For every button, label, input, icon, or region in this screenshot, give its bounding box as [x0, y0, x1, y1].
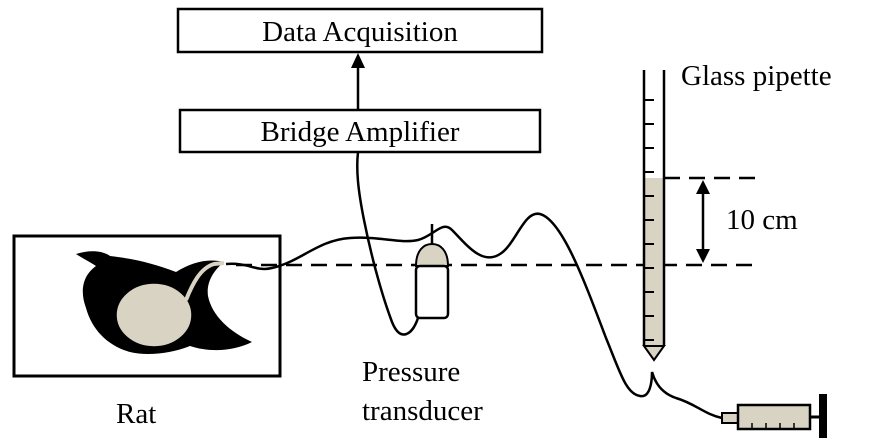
height-label: 10 cm	[726, 204, 798, 236]
bladder	[115, 282, 193, 348]
rat-box	[12, 234, 282, 378]
pipette-graduations	[644, 99, 654, 341]
data-acquisition-box: Data Acquisition	[176, 7, 544, 54]
bridge-amplifier-label: Bridge Amplifier	[261, 116, 460, 148]
pressure-transducer	[414, 224, 450, 320]
data-acquisition-label: Data Acquisition	[262, 16, 458, 48]
tubing	[225, 212, 723, 420]
signal-arrow	[351, 53, 365, 110]
height-arrow	[696, 180, 710, 263]
pressure-label-line1: Pressure	[362, 356, 460, 388]
glass-pipette	[642, 70, 666, 362]
pressure-label-line2: transducer	[362, 395, 483, 427]
bridge-amplifier-box: Bridge Amplifier	[178, 108, 542, 154]
rat-label: Rat	[116, 398, 156, 430]
catheter	[184, 261, 225, 301]
syringe	[721, 394, 827, 438]
glass-pipette-label: Glass pipette	[681, 60, 832, 92]
